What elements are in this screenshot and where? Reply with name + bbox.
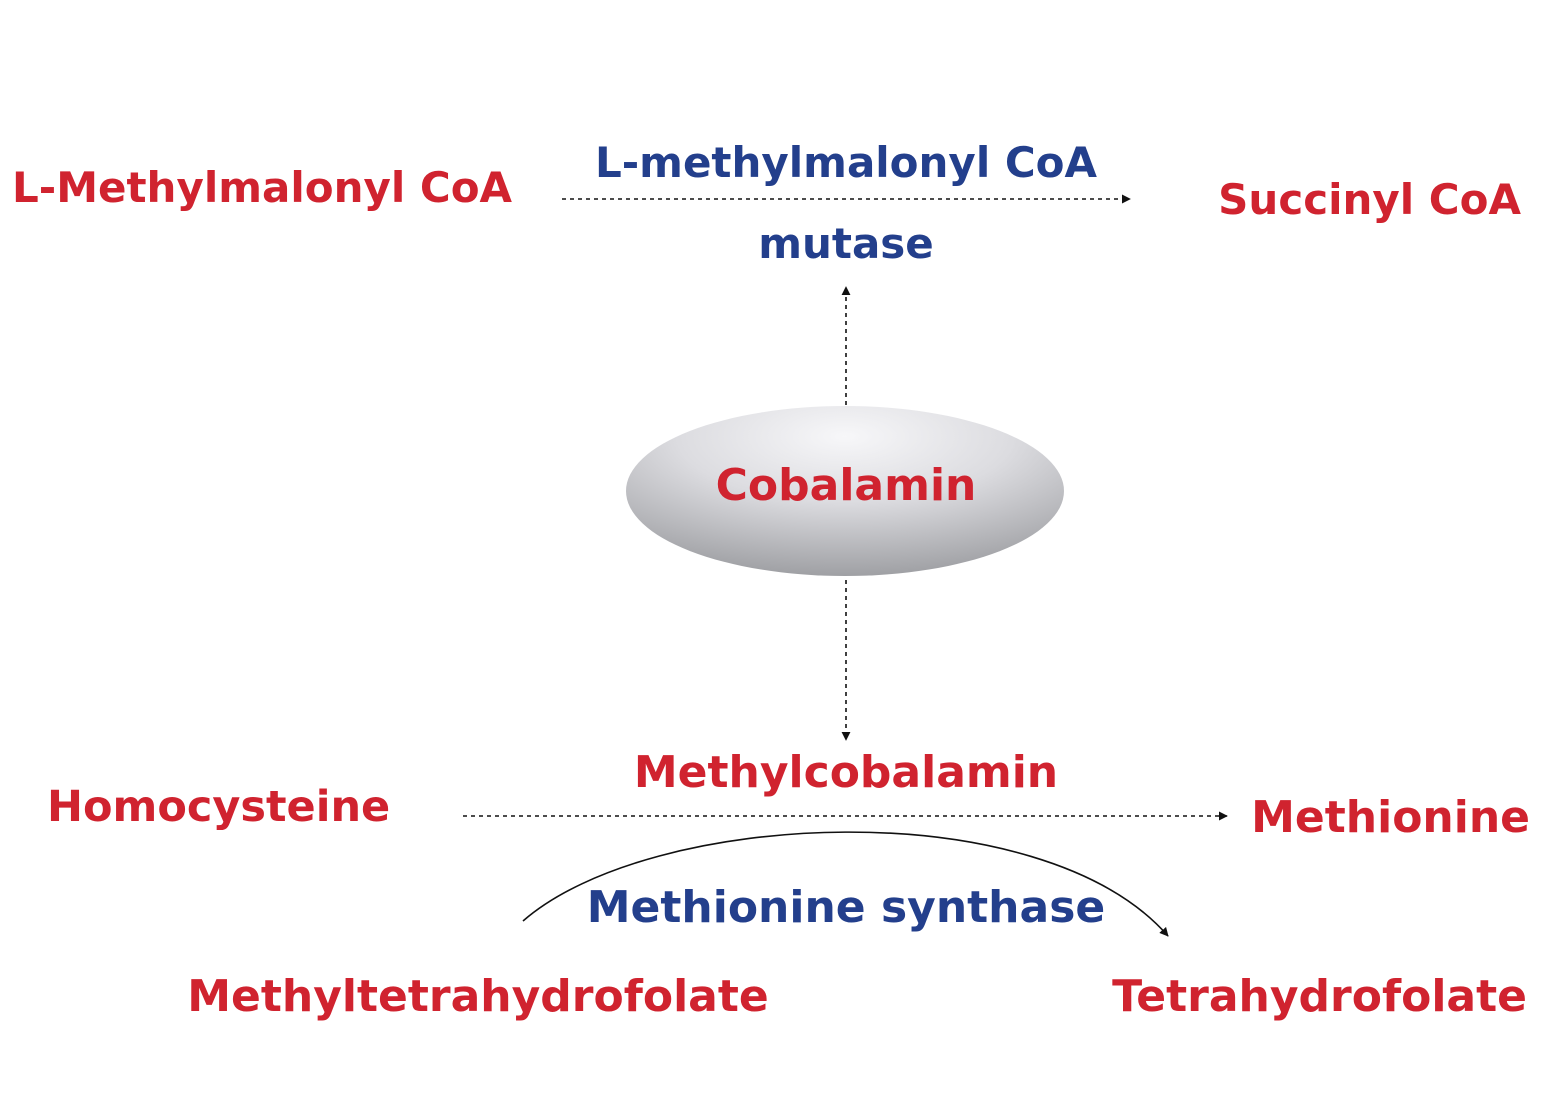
top-substrate-label: L-Methylmalonyl CoA — [12, 163, 513, 212]
methionine-synthase-label: Methionine synthase — [586, 882, 1106, 933]
cobalamin-label: Cobalamin — [715, 460, 977, 511]
top-enzyme-label-line1: L-methylmalonyl CoA — [594, 138, 1098, 187]
folate-curve-arrow — [522, 831, 1169, 937]
tetrahydrofolate-label: Tetrahydrofolate — [1112, 971, 1527, 1022]
homocysteine-label: Homocysteine — [47, 782, 391, 832]
methylcobalamin-label: Methylcobalamin — [633, 747, 1059, 798]
methyltetrahydrofolate-label: Methyltetrahydrofolate — [187, 971, 769, 1022]
methionine-label: Methionine — [1251, 792, 1530, 843]
top-product-label: Succinyl CoA — [1218, 175, 1521, 224]
top-enzyme-label-line2: mutase — [758, 219, 934, 268]
cobalamin-ellipse — [626, 406, 1064, 576]
